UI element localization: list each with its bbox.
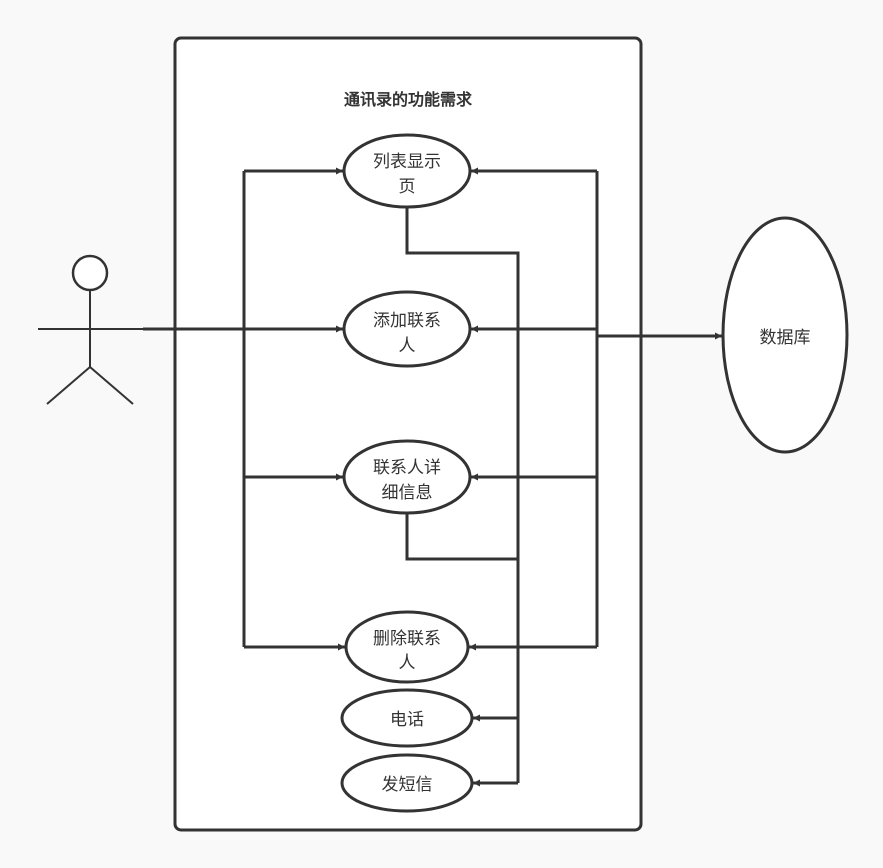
use-case-add-label-2: 人 — [399, 336, 416, 356]
use-case-call[interactable]: 电话 — [340, 688, 474, 748]
use-case-sms-label: 发短信 — [382, 775, 433, 795]
edge-list-trunk — [405, 206, 520, 783]
use-case-delete-label-1: 删除联系 — [373, 629, 441, 649]
actor-left-leg — [46, 366, 91, 405]
use-case-add-label-1: 添加联系 — [373, 311, 441, 331]
use-case-list-label-1: 列表显示 — [373, 152, 441, 172]
use-case-detail[interactable]: 联系人详 细信息 — [342, 439, 472, 515]
actor[interactable] — [38, 254, 143, 405]
database-label: 数据库 — [760, 328, 811, 348]
use-case-sms[interactable]: 发短信 — [340, 753, 474, 813]
database-node[interactable]: 数据库 — [721, 216, 849, 454]
use-case-list[interactable]: 列表显示 页 — [342, 133, 472, 209]
use-case-add[interactable]: 添加联系 人 — [342, 290, 472, 368]
use-case-detail-label-2: 细信息 — [382, 483, 433, 503]
use-case-delete-label-2: 人 — [399, 653, 416, 673]
database-connectors — [469, 167, 722, 651]
extend-connectors — [405, 206, 520, 787]
actor-connectors — [143, 167, 345, 651]
use-case-detail-label-1: 联系人详 — [373, 458, 441, 478]
actor-head-icon — [71, 254, 109, 292]
use-case-delete[interactable]: 删除联系 人 — [344, 610, 470, 684]
use-case-call-label: 电话 — [390, 710, 424, 730]
system-title: 通讯录的功能需求 — [344, 90, 473, 109]
use-case-list-label-2: 页 — [399, 177, 416, 197]
system-boundary[interactable] — [173, 36, 643, 832]
edge-detail-trunk — [405, 513, 518, 561]
actor-right-leg — [89, 366, 134, 405]
